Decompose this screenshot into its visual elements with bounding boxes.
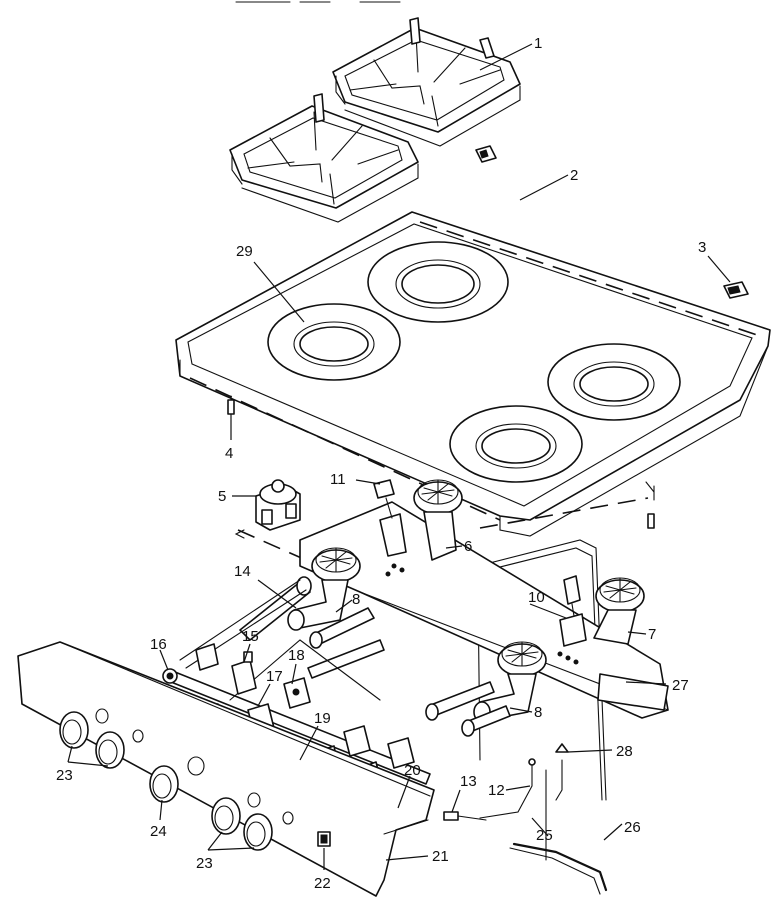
callout-23a: 23: [56, 767, 73, 784]
thermocouple-parts: [443, 743, 569, 821]
callout-6: 6: [464, 538, 472, 555]
callout-29: 29: [236, 243, 253, 260]
callout-11: 11: [330, 471, 346, 488]
burner-tubes: [307, 607, 511, 737]
burner-grate-right: [332, 17, 521, 147]
callout-labels: 1 2 3 4 5 6 7 8 8 10 11 12 13 14 15 16 1…: [56, 35, 706, 892]
callout-22: 22: [314, 875, 331, 892]
callout-14: 14: [234, 563, 251, 580]
leader-lines: [67, 43, 731, 870]
callout-10: 10: [528, 589, 545, 606]
callout-5: 5: [218, 488, 226, 505]
callout-20: 20: [404, 762, 421, 779]
callout-25: 25: [536, 827, 553, 844]
manifold-tube-14: [239, 576, 312, 641]
callout-13: 13: [460, 773, 477, 790]
callout-19: 19: [314, 710, 331, 727]
callout-4: 4: [225, 445, 233, 462]
callout-8a: 8: [352, 591, 360, 608]
control-panel: [17, 641, 435, 897]
callout-8b: 8: [534, 704, 542, 721]
front-arrow: [234, 529, 245, 539]
callout-12: 12: [488, 782, 505, 799]
igniter-bracket-11: [373, 479, 407, 557]
clip-right: [723, 281, 749, 299]
burner-head-rear-right: [593, 577, 645, 645]
screw-right: [647, 513, 655, 529]
pressure-regulator: [255, 479, 301, 531]
gas-tubes: [509, 769, 608, 895]
callout-23b: 23: [196, 855, 213, 872]
callout-15: 15: [242, 628, 259, 645]
callout-7: 7: [648, 626, 656, 643]
callout-27: 27: [672, 677, 689, 694]
switch: [317, 831, 331, 847]
igniter-bracket-10: [559, 575, 587, 647]
clip-top: [475, 145, 497, 163]
callout-26: 26: [624, 819, 641, 836]
burner-rings: [267, 241, 681, 483]
callout-21: 21: [432, 848, 449, 865]
callout-3: 3: [698, 239, 706, 256]
callout-16: 16: [150, 636, 167, 653]
callout-28: 28: [616, 743, 633, 760]
callout-1: 1: [534, 35, 542, 52]
callout-17: 17: [266, 668, 283, 685]
callout-18: 18: [288, 647, 305, 664]
burner-grate-left: [229, 93, 419, 223]
callout-2: 2: [570, 167, 578, 184]
burner-head-front-left: [287, 547, 361, 631]
screw-marker: [645, 481, 655, 501]
cooktop-main-top: [175, 211, 771, 537]
control-knobs: [59, 711, 273, 851]
panel-holes: [95, 708, 294, 825]
callout-24: 24: [150, 823, 167, 840]
